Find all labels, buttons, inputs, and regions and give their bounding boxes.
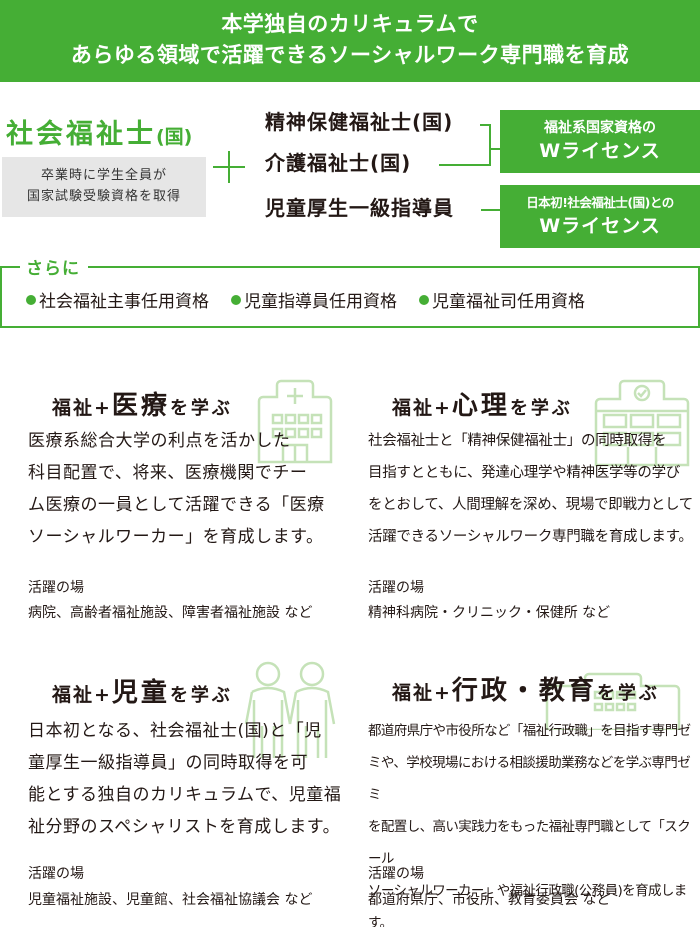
workplace-value: 精神科病院・クリニック・保健所 など	[368, 605, 611, 621]
card-title: 福祉+行政・教育を学ぶ	[392, 676, 660, 706]
card-title: 福祉+心理を学ぶ	[392, 391, 573, 421]
list-item-label: 児童福祉司任用資格	[432, 292, 585, 312]
qualification-label: 精神保健福祉士(国)	[265, 110, 454, 134]
note-line-1: 卒業時に学生全員が	[40, 168, 167, 183]
card-title: 福祉+医療を学ぶ	[52, 391, 233, 421]
banner-line-2: あらゆる領域で活躍できるソーシャルワーク専門職を育成	[70, 43, 630, 67]
bullet-dot-icon	[231, 294, 241, 305]
qualification-care-worker: 介護福祉士(国)	[263, 147, 416, 179]
bullet-dot-icon	[419, 294, 429, 305]
additional-qualifications-box	[0, 266, 700, 328]
workplace-label: 活躍の場	[28, 580, 84, 596]
main-qualification-note: 卒業時に学生全員が 国家試験受験資格を取得	[2, 157, 206, 217]
card-title: 福祉+児童を学ぶ	[52, 678, 233, 708]
w-license-box-first-in-japan: 日本初!社会福祉士(国)との Wライセンス	[500, 185, 700, 248]
header-banner: 本学独自のカリキュラムで あらゆる領域で活躍できるソーシャルワーク専門職を育成	[0, 0, 700, 82]
banner-line-1: 本学独自のカリキュラムで	[221, 12, 479, 36]
connector-line	[439, 164, 491, 166]
list-item: 社会福祉主事任用資格	[26, 287, 209, 312]
additional-qualifications-title: さらに	[20, 254, 88, 279]
w-license-line-2: Wライセンス	[539, 140, 661, 162]
workplace-label: 活躍の場	[368, 580, 424, 596]
list-item-label: 社会福祉主事任用資格	[39, 292, 209, 312]
connector-line	[480, 124, 491, 126]
w-license-box-national: 福祉系国家資格の Wライセンス	[500, 110, 700, 173]
w-license-line-2: Wライセンス	[539, 215, 661, 237]
workplace-value: 病院、高齢者福祉施設、障害者福祉施設 など	[28, 605, 313, 621]
main-qualification-name: 社会福祉士	[6, 119, 156, 150]
list-item-label: 児童指導員任用資格	[244, 292, 397, 312]
w-license-line-1: 日本初!社会福祉士(国)との	[526, 195, 674, 210]
workplace-value: 都道府県庁、市役所、教育委員会 など	[368, 892, 611, 908]
main-qualification-title: 社会福祉士(国)	[6, 112, 192, 151]
qualification-child-welfare-instructor: 児童厚生一級指導員	[263, 192, 458, 224]
qualification-label: 介護福祉士(国)	[265, 151, 412, 175]
note-line-2: 国家試験受験資格を取得	[26, 189, 181, 204]
workplace-value: 児童福祉施設、児童館、社会福祉協議会 など	[28, 892, 313, 908]
connector-line	[489, 124, 491, 166]
qualification-psychiatric-social-worker: 精神保健福祉士(国)	[263, 106, 458, 138]
connector-line	[489, 148, 500, 150]
w-license-line-1: 福祉系国家資格の	[544, 120, 656, 136]
list-item: 児童指導員任用資格	[231, 287, 397, 312]
connector-line	[481, 209, 500, 211]
additional-qualifications-list: 社会福祉主事任用資格 児童指導員任用資格 児童福祉司任用資格	[26, 287, 607, 312]
main-qualification-suffix: (国)	[156, 126, 193, 148]
plus-icon	[213, 151, 245, 183]
card-description: 医療系総合大学の利点を活かした 科目配置で、将来、医療機関でチー ム医療の一員と…	[28, 431, 325, 547]
government-building-icon	[545, 672, 681, 730]
list-item: 児童福祉司任用資格	[419, 287, 585, 312]
qualification-label: 児童厚生一級指導員	[265, 196, 454, 220]
workplace-label: 活躍の場	[368, 866, 424, 882]
card-description: 都道府県庁や市役所など「福祉行政職」を目指す専門ゼ ミや、学校現場における相談援…	[368, 723, 691, 927]
workplace-label: 活躍の場	[28, 866, 84, 882]
card-description: 日本初となる、社会福祉士(国)と「児 童厚生一級指導員」の同時取得を可 能とする…	[28, 721, 342, 837]
card-description: 社会福祉士と「精神保健福祉士」の同時取得を 目指すとともに、発達心理学や精神医学…	[368, 433, 694, 545]
people-icon	[244, 661, 336, 758]
hospital-icon	[257, 379, 333, 464]
clinic-icon	[594, 379, 690, 467]
bullet-dot-icon	[26, 294, 36, 305]
